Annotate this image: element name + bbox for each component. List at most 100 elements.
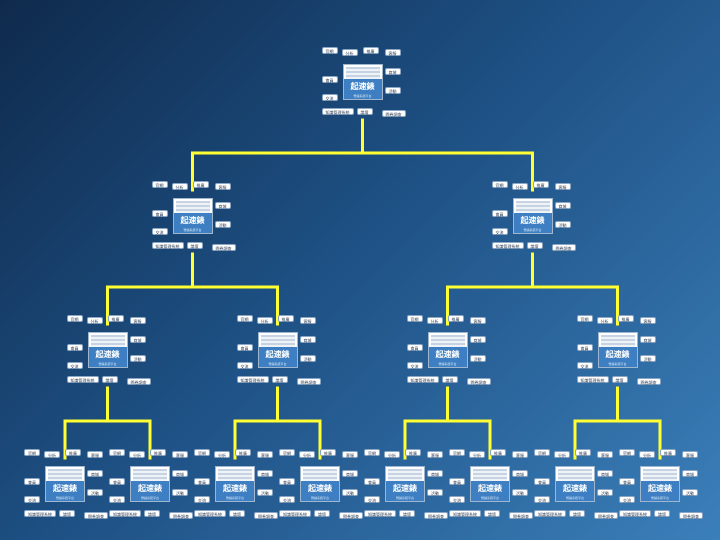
node-tag-bot-right: 問卷調查 [296,378,321,385]
node-tag-mid-left: 會員 [236,344,253,351]
node-tag-bot-mid: 論壇 [356,108,373,115]
node-tag-bot-left: 知識管理系統 [364,510,396,517]
node-tag-bot-right: 問卷調查 [169,512,193,519]
node-tag-low-left: 交流 [236,362,253,369]
node-screenshot [48,469,82,481]
node-tag-top-mid2: 推廣 [617,315,634,322]
node-tag-low-right: 活動 [172,489,188,496]
node-tag-low-left: 交流 [151,228,168,235]
node-tag-low-right: 活動 [597,489,613,496]
node-tag-bot-right: 問卷調查 [636,378,661,385]
node-tag-mid-left: 會員 [491,210,508,217]
node-tag-top-right: 客服 [342,451,358,458]
node-tag-top-left: 官網 [279,449,295,456]
node-brand-sub: 營銷系統平台 [565,496,584,500]
node-tag-low-right: 活動 [299,355,316,362]
node-tag-bot-left: 知識管理系統 [236,376,269,383]
node-hub: 起速錶 營銷系統平台 [172,198,213,234]
node-tag-top-right: 客服 [257,451,273,458]
node-tag-low-left: 交流 [576,362,593,369]
node-tag-low-right: 活動 [682,489,698,496]
node-tag-top-mid2: 推廣 [532,181,549,188]
tree-node-level4-5: 起速錶 營銷系統平台 官網 分析 推廣 客服 會員 商城 交流 活動 知識管理系… [364,449,454,521]
node-tag-bot-mid: 論壇 [186,242,203,249]
node-tag-low-left: 交流 [109,496,125,503]
node-hub: 起速錶 營銷系統平台 [427,332,468,368]
node-screenshot [90,335,125,347]
node-brand: 起速錶 [513,213,552,233]
node-brand: 起速錶 [258,347,297,367]
node-tag-top-mid1: 分析 [256,317,273,324]
node-brand: 起速錶 [556,481,594,501]
node-tag-bot-right: 問卷調查 [126,378,151,385]
node-tag-top-right: 客服 [512,451,528,458]
node-tag-top-mid1: 分析 [44,451,60,458]
node-tag-mid-left: 會員 [321,76,338,83]
node-tag-top-left: 官網 [236,315,253,322]
node-hub: 起速錶 營銷系統平台 [87,332,128,368]
node-tag-low-right: 活動 [129,355,146,362]
node-hub: 起速錶 營銷系統平台 [130,466,170,502]
tree-node-level3-4: 起速錶 營銷系統平台 官網 分析 推廣 客服 會員 商城 交流 活動 知識管理系… [576,315,667,387]
node-brand-sub: 營銷系統平台 [225,496,244,500]
node-tag-mid-left: 會員 [364,478,380,485]
node-tag-low-left: 交流 [194,496,210,503]
node-tag-bot-left: 知識管理系統 [576,376,609,383]
node-hub: 起速錶 營銷系統平台 [640,466,680,502]
node-tag-top-mid2: 推廣 [320,449,336,456]
tree-node-level2-1: 起速錶 營銷系統平台 官網 分析 推廣 客服 會員 商城 交流 活動 知識管理系… [151,181,242,253]
node-tag-bot-mid: 論壇 [101,376,118,383]
node-tag-mid-right: 商城 [554,202,571,209]
node-screenshot [388,469,422,481]
node-tag-top-mid2: 推廣 [660,449,676,456]
node-tag-mid-left: 會員 [619,478,635,485]
node-tag-bot-right: 問卷調查 [381,110,406,117]
node-tag-top-right: 客服 [554,183,571,190]
node-tag-top-left: 官網 [576,315,593,322]
node-brand: 起速錶 [343,79,382,99]
node-tag-bot-mid: 論壇 [484,510,500,517]
node-tag-low-left: 交流 [364,496,380,503]
node-tag-bot-right: 問卷調查 [339,512,363,519]
node-brand: 起速錶 [216,481,254,501]
node-tag-top-right: 客服 [469,317,486,324]
node-tag-bot-mid: 論壇 [526,242,543,249]
node-tag-low-right: 活動 [469,355,486,362]
node-tag-mid-right: 商城 [299,336,316,343]
node-tag-mid-left: 會員 [194,478,210,485]
node-tag-top-mid1: 分析 [554,451,570,458]
node-tag-low-left: 交流 [406,362,423,369]
node-screenshot [600,335,635,347]
node-tag-low-right: 活動 [512,489,528,496]
node-screenshot [430,335,465,347]
node-brand: 起速錶 [471,481,509,501]
node-hub: 起速錶 營銷系統平台 [597,332,638,368]
node-hub: 起速錶 營銷系統平台 [385,466,425,502]
node-tag-bot-left: 知識管理系統 [449,510,481,517]
tree-node-level2-2: 起速錶 營銷系統平台 官網 分析 推廣 客服 會員 商城 交流 活動 知識管理系… [491,181,582,253]
node-tag-bot-right: 問卷調查 [551,244,576,251]
tree-node-level4-4: 起速錶 營銷系統平台 官網 分析 推廣 客服 會員 商城 交流 活動 知識管理系… [279,449,369,521]
node-tag-low-right: 活動 [384,87,401,94]
node-tag-bot-right: 問卷調查 [211,244,236,251]
node-tag-bot-mid: 論壇 [611,376,628,383]
tree-node-level4-8: 起速錶 營銷系統平台 官網 分析 推廣 客服 會員 商城 交流 活動 知識管理系… [619,449,709,521]
node-brand-sub: 營銷系統平台 [650,496,669,500]
node-tag-low-right: 活動 [214,221,231,228]
node-screenshot [218,469,252,481]
node-tag-bot-left: 知識管理系統 [194,510,226,517]
node-tag-mid-right: 商城 [427,470,443,477]
tree-node-level4-7: 起速錶 營銷系統平台 官網 分析 推廣 客服 會員 商城 交流 活動 知識管理系… [534,449,624,521]
node-tag-top-left: 官網 [66,315,83,322]
node-tag-top-left: 官網 [151,181,168,188]
node-tag-top-mid1: 分析 [86,317,103,324]
node-tag-top-right: 客服 [384,49,401,56]
node-brand: 起速錶 [641,481,679,501]
node-hub: 起速錶 營銷系統平台 [257,332,298,368]
node-tag-bot-mid: 論壇 [399,510,415,517]
node-tag-low-right: 活動 [639,355,656,362]
node-tag-top-mid1: 分析 [639,451,655,458]
node-tag-top-left: 官網 [406,315,423,322]
node-tag-top-mid1: 分析 [299,451,315,458]
node-tag-low-right: 活動 [87,489,103,496]
